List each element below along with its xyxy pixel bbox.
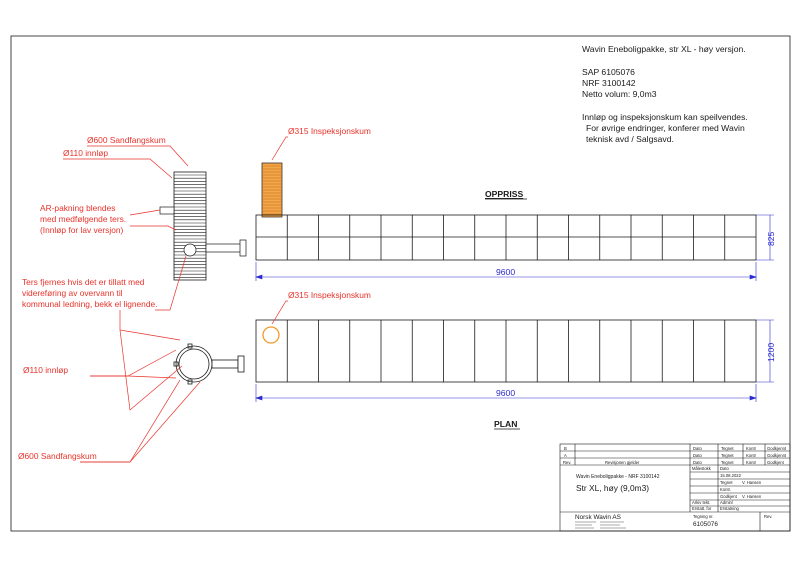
annotation-ar-line3: (Innløp for lav versjon) (40, 225, 124, 235)
notes-line2: For øvrige endringer, konferer med Wavin (586, 123, 745, 133)
tank-plan (255, 319, 757, 383)
svg-text:Erstatning: Erstatning (720, 506, 740, 511)
dim-plan-width-label: 1200 (766, 343, 776, 362)
svg-text:Kontr: Kontr (746, 453, 757, 458)
svg-text:A: A (564, 453, 567, 458)
drawing-number: 6105076 (693, 521, 718, 528)
leader-lines (63, 136, 288, 463)
svg-text:Godkjennt: Godkjennt (767, 446, 787, 451)
sandtrap-elevation (159, 171, 247, 281)
svg-text:Tegning nr.: Tegning nr. (693, 514, 714, 519)
annotation-sandfang-plan: Ø600 Sandfangskum (18, 451, 97, 461)
svg-text:Revisjonen gjelder: Revisjonen gjelder (605, 460, 640, 465)
dim-section-length (255, 262, 757, 281)
svg-text:Erstatt. for: Erstatt. for (692, 506, 712, 511)
notes-line1: Innløp og inspeksjonskum kan speilvendes… (582, 112, 748, 122)
ar-plug-stub (159, 206, 175, 215)
annotation-inspection-plan: Ø315 Inspeksjonskum (288, 290, 371, 300)
svg-text:V. Hansen: V. Hansen (742, 480, 762, 485)
svg-text:Arkiv tekt.: Arkiv tekt. (692, 500, 710, 505)
company-name: Norsk Wavin AS (575, 514, 621, 521)
outlet-pipe-elevation (205, 243, 243, 253)
svg-text:Dato: Dato (693, 446, 703, 451)
notes-line3: teknisk avd / Salgsavd. (586, 134, 674, 144)
svg-text:15.08.2022: 15.08.2022 (720, 473, 742, 478)
svg-text:Kontr: Kontr (746, 460, 757, 465)
annotation-inlet-top: Ø110 innløp (63, 148, 108, 158)
sandtrap-plan (173, 343, 245, 385)
annotation-ters-line1: Ters fjernes hvis det er tillatt med (22, 277, 145, 287)
notes-volume: Netto volum: 9,0m3 (582, 89, 657, 99)
inspection-riser-elevation (261, 162, 283, 218)
dim-section-height-label: 825 (766, 231, 776, 246)
annotation-inspection-top: Ø315 Inspeksjonskum (288, 126, 371, 136)
svg-text:Dato: Dato (693, 453, 703, 458)
annotation-ar-line1: AR-pakning blendes (40, 203, 115, 213)
dim-section-height (756, 214, 774, 261)
title-block-text: B A Rev. Revisjonen gjelder Dato Dato Da… (563, 446, 787, 528)
svg-text:Tegnet: Tegnet (721, 453, 734, 458)
dim-section-length-label: 9600 (496, 267, 515, 277)
annotation-ar-line2: med medfølgende ters. (40, 214, 126, 224)
svg-text:Målestokk: Målestokk (692, 466, 712, 471)
svg-text:Kontr.: Kontr. (720, 487, 731, 492)
dim-plan-length (255, 384, 757, 402)
svg-text:Tegnet: Tegnet (720, 480, 733, 485)
notes-title: Wavin Eneboligpakke, str XL - høy versjo… (582, 44, 746, 54)
drawing-frame (10, 35, 791, 532)
svg-text:Dato: Dato (720, 466, 730, 471)
dim-plan-length-label: 9600 (496, 388, 515, 398)
notes-block: Wavin Eneboligpakke, str XL - høy versjo… (582, 44, 748, 144)
section-view-label: OPPRISS (485, 189, 523, 199)
svg-text:Godkjent: Godkjent (767, 460, 785, 465)
annotation-ters-line3: kommunal ledning, bekk el lignende. (22, 299, 157, 309)
svg-text:B: B (564, 446, 567, 451)
svg-text:Rev.: Rev. (563, 460, 571, 465)
notes-sap: SAP 6105076 (582, 67, 635, 77)
svg-text:Godkjent: Godkjent (720, 494, 738, 499)
svg-text:Admin/: Admin/ (720, 500, 734, 505)
inlet-tee-elevation (183, 243, 197, 257)
product-small: Wavin Eneboligpakke - NRF 3100142 (576, 474, 660, 480)
svg-text:V. Hansen: V. Hansen (742, 494, 762, 499)
dim-plan-width (756, 319, 774, 383)
annotations: Ø600 Sandfangskum Ø110 innløp Ø315 Inspe… (18, 126, 371, 461)
svg-text:Tegnet: Tegnet (721, 460, 734, 465)
svg-text:Dato: Dato (693, 460, 703, 465)
svg-text:Kontr: Kontr (746, 446, 757, 451)
product-main: Str XL, høy (9,0m3) (576, 483, 649, 493)
svg-text:Godkjennt: Godkjennt (767, 453, 787, 458)
tank-elevation (255, 214, 757, 261)
inspection-shaft-plan (262, 326, 280, 344)
annotation-inlet-plan: Ø110 innløp (23, 365, 68, 375)
notes-nrf: NRF 3100142 (582, 78, 636, 88)
plan-view-label: PLAN (494, 419, 517, 429)
svg-text:Tegnet: Tegnet (721, 446, 734, 451)
annotation-ters-line2: videreføring av overvann til (22, 288, 123, 298)
svg-text:Rev.: Rev. (764, 514, 772, 519)
annotation-sandfang-top: Ø600 Sandfangskum (87, 135, 166, 145)
company-address-lines (575, 521, 626, 529)
title-block (559, 443, 791, 532)
